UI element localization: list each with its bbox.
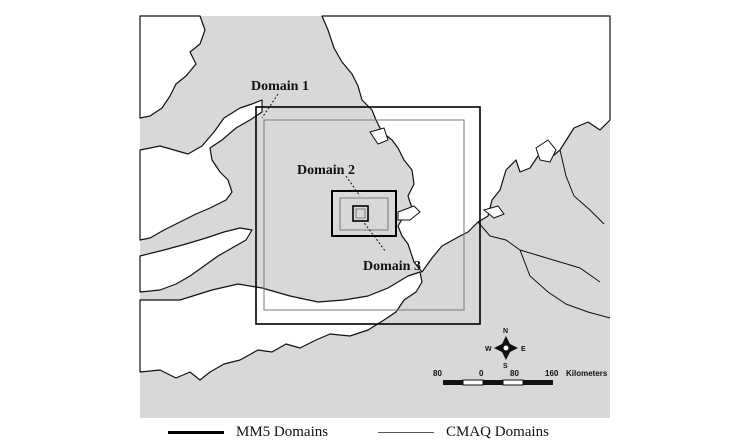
scale-unit: Kilometers — [566, 369, 608, 378]
legend-label-mm5: MM5 Domains — [236, 423, 329, 440]
scheldt — [482, 205, 505, 219]
mm5-domain-1-box — [255, 106, 481, 325]
scale-tick-3: 160 — [545, 369, 559, 378]
scale-tick-1: 0 — [479, 369, 484, 378]
wash — [369, 127, 389, 145]
irish-sea — [139, 99, 263, 241]
cmaq-domain-2-box — [339, 197, 389, 231]
scale-tick-0: 80 — [433, 369, 442, 378]
mm5-domain-3-box — [352, 205, 369, 222]
leader-line-domain-3 — [361, 219, 387, 253]
legend-swatch-cmaq — [378, 431, 434, 433]
leader-line-domain-1 — [261, 93, 279, 119]
legend-item-cmaq: CMAQ Domains — [378, 420, 549, 444]
domain-3-label: Domain 3 — [363, 259, 421, 274]
scale-tick-2: 80 — [510, 369, 519, 378]
ijsselmeer — [535, 139, 557, 163]
thames-estuary — [397, 205, 421, 221]
legend-label-cmaq: CMAQ Domains — [446, 423, 549, 440]
legend-item-mm5: MM5 Domains — [168, 420, 328, 444]
channel-sea — [139, 271, 423, 381]
water-details — [369, 127, 557, 221]
bristol-channel — [139, 227, 253, 293]
borders — [477, 149, 611, 319]
mm5-domain-2-box — [331, 190, 397, 237]
leader-line-domain-2 — [345, 175, 361, 197]
sea-areas — [139, 15, 611, 381]
compass-rose: N S E W — [485, 328, 526, 370]
leader-lines — [261, 93, 387, 253]
domain-boxes — [255, 106, 481, 325]
legend-swatch-mm5 — [168, 430, 224, 434]
france-border — [519, 249, 611, 319]
compass-south: S — [503, 363, 508, 370]
netherlands-border — [559, 149, 605, 225]
compass-west: W — [485, 346, 492, 353]
belgium-border — [477, 221, 601, 283]
domain-2-label: Domain 2 — [297, 163, 355, 178]
atlantic-west — [139, 15, 206, 119]
compass-east: E — [521, 346, 526, 353]
compass-north: N — [503, 328, 508, 335]
cmaq-domain-3-box — [355, 208, 366, 219]
cmaq-domain-1-box — [263, 119, 465, 311]
scale-bar: 80 0 80 160 Kilometers — [433, 369, 608, 386]
domain-1-label: Domain 1 — [251, 79, 309, 94]
